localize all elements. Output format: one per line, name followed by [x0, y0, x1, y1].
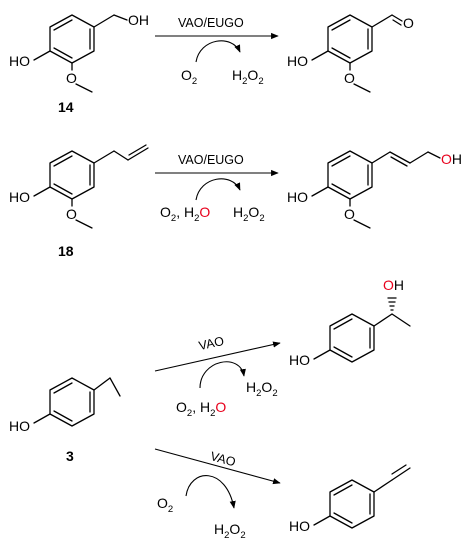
compound-number-18: 18: [58, 243, 74, 259]
compound-number-14: 14: [58, 99, 74, 115]
phenol-ho-label: HO: [289, 518, 310, 534]
product-coniferyl-alcohol: OH HO O: [287, 150, 462, 229]
oxygen-reagent: O2: [181, 67, 197, 87]
methoxy-o-label: O: [344, 206, 355, 222]
compound-number-3: 3: [66, 448, 74, 464]
phenol-ho-label: HO: [9, 53, 30, 69]
reaction-arrow-1: [155, 32, 279, 63]
hydroxyl-label: OH: [128, 12, 149, 28]
product-4-vinylphenol: HO: [289, 464, 411, 534]
hydrogen-peroxide-byproduct: H2O2: [246, 379, 278, 399]
reaction-arrow-2: [155, 169, 279, 201]
reagents-label: O2, H2O: [160, 204, 210, 224]
hydrogen-peroxide-byproduct: H2O2: [214, 521, 246, 541]
alcohol-oh-label: OH: [441, 151, 462, 167]
methoxy-o-label: O: [66, 70, 77, 86]
substrate-3: HO: [9, 377, 121, 434]
product-1-phenylethanol: OH HO: [289, 277, 411, 368]
reaction-arrow-3-upper: [154, 341, 281, 389]
enzyme-label: VAO/EUGO: [178, 16, 244, 30]
product-vanillin: O HO O: [287, 14, 414, 93]
substrate-14: OH HO O: [9, 12, 149, 93]
aldehyde-o-label: O: [403, 15, 414, 31]
substrate-18: HO O: [9, 144, 149, 229]
phenol-ho-label: HO: [287, 189, 308, 205]
phenol-ho-label: HO: [287, 53, 308, 69]
oxygen-reagent: O2: [157, 495, 173, 515]
phenol-ho-label: HO: [9, 189, 30, 205]
methoxy-o-label: O: [344, 70, 355, 86]
enzyme-label: VAO: [209, 449, 237, 469]
hydrogen-peroxide-byproduct: H2O2: [232, 67, 264, 87]
methoxy-o-label: O: [66, 206, 77, 222]
hydrogen-peroxide-byproduct: H2O2: [233, 204, 265, 224]
reaction-arrow-3-lower: [154, 448, 281, 509]
reagents-label: O2, H2O: [176, 399, 226, 419]
phenol-ho-label: HO: [289, 352, 310, 368]
enzyme-label: VAO/EUGO: [178, 153, 244, 167]
phenol-ho-label: HO: [9, 418, 30, 434]
alcohol-oh-label: OH: [383, 277, 404, 293]
enzyme-label: VAO: [197, 334, 225, 353]
